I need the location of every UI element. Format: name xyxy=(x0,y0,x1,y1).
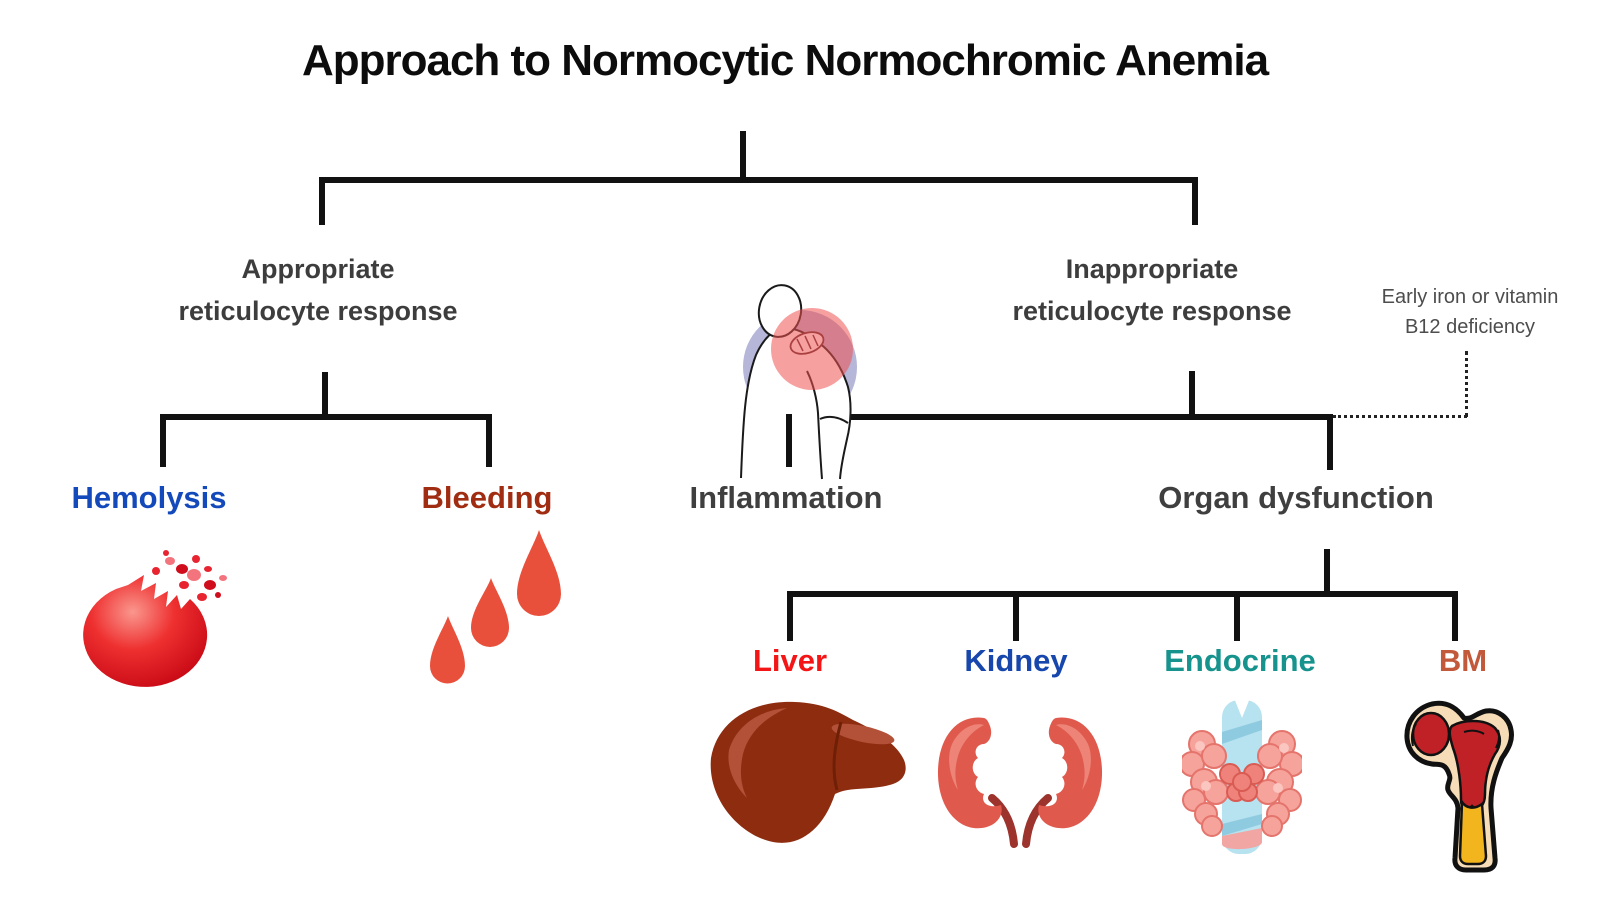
annotation-early-deficiency: Early iron or vitamin B12 deficiency xyxy=(1340,282,1600,342)
node-organ-dysfunction: Organ dysfunction xyxy=(1158,480,1434,515)
annotation-line1: Early iron or vitamin xyxy=(1381,286,1559,308)
node-hemolysis: Hemolysis xyxy=(71,480,227,515)
connector-drop-inappropriate xyxy=(1192,177,1198,225)
page-title: Approach to Normocytic Normochromic Anem… xyxy=(301,36,1269,85)
connector-drop-inflammation xyxy=(786,414,792,467)
node-appropriate-line2: reticulocyte response xyxy=(178,296,458,326)
node-appropriate-reticulocyte-response: Appropriate reticulocyte response xyxy=(158,248,478,332)
node-inappropriate-line1: Inappropriate xyxy=(1065,254,1239,284)
connector-appropriate-horizontal xyxy=(160,414,492,420)
kidneys-icon xyxy=(937,717,1103,848)
bone-marrow-icon xyxy=(1404,700,1514,873)
connector-drop-bleeding xyxy=(486,414,492,467)
blood-drops-icon xyxy=(430,530,561,684)
node-inappropriate-reticulocyte-response: Inappropriate reticulocyte response xyxy=(992,248,1312,332)
thyroid-gland-icon xyxy=(1182,698,1302,854)
left-kidney xyxy=(937,717,1018,848)
cell-fragments xyxy=(152,550,227,601)
pain-highlight-circle xyxy=(771,308,853,390)
dotted-connector-vertical xyxy=(1465,351,1468,417)
connector-drop-endocrine xyxy=(1234,591,1240,641)
connector-organ-horizontal xyxy=(787,591,1458,597)
right-kidney xyxy=(1022,717,1103,848)
connector-drop-appropriate xyxy=(319,177,325,225)
node-bm: BM xyxy=(1438,643,1488,678)
connector-root-stem xyxy=(740,131,746,180)
node-endocrine: Endocrine xyxy=(1164,643,1316,678)
dotted-connector-horizontal xyxy=(1333,415,1467,418)
connector-top-horizontal xyxy=(319,177,1198,183)
node-inappropriate-line2: reticulocyte response xyxy=(1012,296,1292,326)
annotation-line2: B12 deficiency xyxy=(1404,316,1536,338)
connector-appropriate-stem xyxy=(322,372,328,420)
connector-inappropriate-stem xyxy=(1189,371,1195,420)
connector-drop-bm xyxy=(1452,591,1458,641)
connector-organ-stem xyxy=(1324,549,1330,597)
connector-drop-liver xyxy=(787,591,793,641)
shoulder-pain-person-icon xyxy=(740,284,857,480)
node-kidney: Kidney xyxy=(964,643,1068,678)
liver-icon xyxy=(710,701,906,843)
connector-inappropriate-horizontal xyxy=(786,414,1333,420)
connector-drop-organ-dysfunction xyxy=(1327,414,1333,470)
thyroid-center xyxy=(1219,763,1265,802)
connector-drop-kidney xyxy=(1013,591,1019,641)
node-inflammation: Inflammation xyxy=(689,480,883,515)
node-liver: Liver xyxy=(752,643,828,678)
connector-drop-hemolysis xyxy=(160,414,166,467)
right-gland-lobe xyxy=(1255,730,1302,837)
gland-highlights xyxy=(1195,741,1289,793)
node-appropriate-line1: Appropriate xyxy=(241,254,395,284)
node-bleeding: Bleeding xyxy=(421,480,553,515)
burst-red-blood-cell-icon xyxy=(83,550,227,687)
